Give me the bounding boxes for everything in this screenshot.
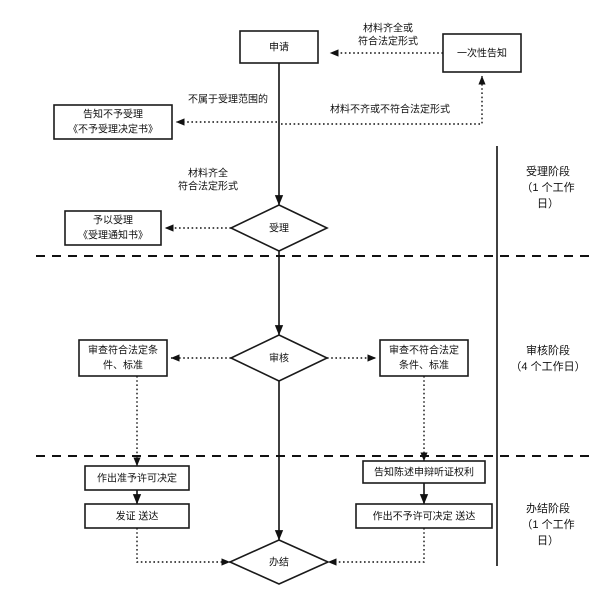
node-review-pass[interactable]: 审查符合法定条 件、标准 [78, 339, 168, 377]
edge-label-line1: 不属于受理范围的 [188, 93, 268, 106]
stage-review-line2: （4 个工作日） [510, 360, 585, 373]
edge-label-line1: 材料齐全 [188, 167, 228, 180]
stage-completion-line1: 办结阶段 [526, 501, 570, 515]
stage-label-review: 审核阶段 （4 个工作日） [510, 343, 585, 373]
node-approve-decision[interactable]: 作出准予许可决定 [84, 465, 190, 491]
edge-trunk-to-one-time-notice [281, 75, 486, 125]
node-review-pass-line1: 审查符合法定条 [88, 344, 158, 357]
node-complete-label: 办结 [269, 556, 289, 569]
node-review-label: 审核 [269, 352, 289, 365]
stage-acceptance-line3: 日） [537, 197, 559, 210]
node-approve-decision-label: 作出准予许可决定 [97, 472, 177, 485]
node-one-time-notice[interactable]: 一次性告知 [442, 33, 522, 73]
edge-label-materials-complete-or-legal: 材料齐全或 符合法定形式 [358, 22, 418, 48]
node-accept[interactable]: 受理 [229, 204, 329, 252]
edge-label-not-in-scope: 不属于受理范围的 [188, 93, 268, 106]
edge-label-line1: 材料齐全或 [363, 22, 413, 35]
edge-label-line1: 材料不齐或不符合法定形式 [330, 103, 450, 116]
node-review[interactable]: 审核 [229, 334, 329, 382]
node-issue-deliver-label: 发证 送达 [116, 510, 159, 523]
node-accept-label: 受理 [269, 223, 289, 235]
node-review-fail[interactable]: 审查不符合法定 条件、标准 [379, 339, 469, 377]
node-reject-notice-line1: 告知不予受理 [83, 108, 143, 121]
edge-label-materials-incomplete: 材料不齐或不符合法定形式 [330, 103, 450, 116]
node-apply-label: 申请 [269, 41, 289, 54]
node-reject-notice[interactable]: 告知不予受理 《不予受理决定书》 [53, 104, 173, 140]
edge-label-line2: 符合法定形式 [178, 180, 238, 193]
edge-issue-to-complete [136, 528, 231, 566]
node-deny-decision-label: 作出不予许可决定 送达 [373, 510, 476, 523]
node-rights-notice[interactable]: 告知陈述申辩听证权利 [362, 460, 486, 484]
node-accept-notice-line1: 予以受理 [93, 215, 133, 227]
edge-label-materials-complete: 材料齐全 符合法定形式 [178, 167, 238, 193]
stage-review-line1: 审核阶段 [526, 343, 570, 357]
node-review-fail-line1: 审查不符合法定 [389, 344, 459, 357]
stage-completion-line2: （1 个工作 [521, 518, 574, 531]
node-review-fail-line2: 条件、标准 [399, 359, 449, 372]
edge-deny-decision-to-complete [327, 528, 425, 566]
node-complete[interactable]: 办结 [228, 539, 330, 585]
node-reject-notice-line2: 《不予受理决定书》 [68, 123, 158, 136]
stage-completion-line3: 日） [537, 534, 559, 547]
node-apply[interactable]: 申请 [239, 30, 319, 64]
edge-label-line2: 符合法定形式 [358, 35, 418, 48]
stage-label-completion: 办结阶段 （1 个工作 日） [521, 501, 574, 547]
node-deny-decision[interactable]: 作出不予许可决定 送达 [355, 503, 493, 529]
stage-acceptance-line2: （1 个工作 [521, 181, 574, 194]
stage-acceptance-line1: 受理阶段 [526, 164, 570, 178]
node-accept-notice[interactable]: 予以受理 《受理通知书》 [64, 210, 162, 246]
node-review-pass-line2: 件、标准 [103, 360, 143, 372]
node-rights-notice-label: 告知陈述申辩听证权利 [374, 466, 474, 479]
node-issue-deliver[interactable]: 发证 送达 [84, 503, 190, 529]
node-accept-notice-line2: 《受理通知书》 [78, 229, 148, 242]
stage-label-acceptance: 受理阶段 （1 个工作 日） [521, 164, 574, 210]
node-one-time-notice-label: 一次性告知 [457, 47, 507, 60]
